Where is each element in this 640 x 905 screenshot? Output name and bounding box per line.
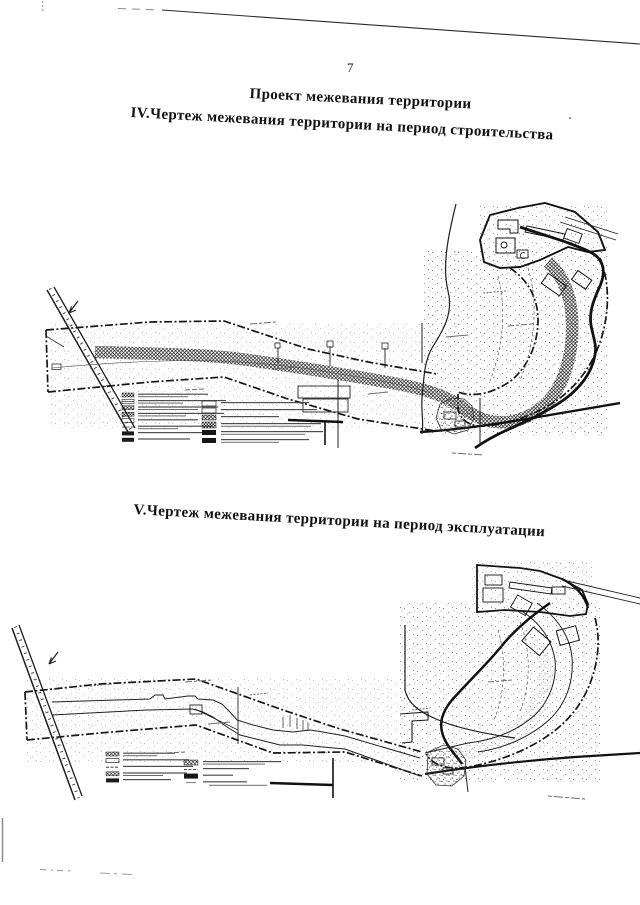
page-edge-faint xyxy=(117,8,161,11)
building xyxy=(563,227,583,245)
crossing-road xyxy=(11,624,83,801)
utility-lines xyxy=(274,323,481,448)
legend-construction xyxy=(121,392,323,443)
crossing-road xyxy=(46,286,136,433)
micro-labels xyxy=(184,290,533,456)
terrain-speckle xyxy=(48,204,608,436)
bend-route-lines xyxy=(424,602,573,754)
retaining-wall xyxy=(287,418,344,445)
junction-area xyxy=(435,397,475,435)
outbuilding xyxy=(570,269,593,290)
building xyxy=(509,594,533,617)
parcel-steps xyxy=(399,711,429,744)
survey-boundary xyxy=(45,257,609,432)
building xyxy=(482,587,504,603)
page-edge-line xyxy=(161,9,640,45)
outbuilding xyxy=(521,626,552,657)
building xyxy=(497,219,519,234)
corridor-axis-line xyxy=(51,360,434,395)
terrain-speckle xyxy=(25,560,600,782)
legend-col1 xyxy=(105,751,193,783)
road-exit-lines xyxy=(559,216,619,241)
sweep-boundary xyxy=(404,625,516,739)
stray-dot xyxy=(569,117,571,119)
dashed-guide-curves xyxy=(489,267,535,382)
legend-col2 xyxy=(183,759,281,786)
junction-area xyxy=(426,744,467,787)
dashed-guide-curves xyxy=(493,621,529,721)
retaining-wall xyxy=(269,758,334,798)
bottom-dashes-2 xyxy=(99,872,133,875)
building xyxy=(495,237,516,254)
pipeline-route xyxy=(51,694,421,777)
small-structure xyxy=(51,363,62,370)
tank-circle xyxy=(500,241,508,249)
road-exit-lines xyxy=(561,580,640,605)
utility-lines xyxy=(237,687,469,793)
building xyxy=(516,249,529,259)
building xyxy=(484,574,503,586)
legend-col2 xyxy=(201,400,323,443)
building xyxy=(551,586,566,595)
direction-arrow-icon xyxy=(48,651,59,665)
legend-col1 xyxy=(121,392,226,442)
direction-arrow-icon xyxy=(68,300,79,314)
stray-dotted-mark xyxy=(41,0,44,14)
legend-operation xyxy=(105,751,281,786)
mid-buildings xyxy=(297,385,351,413)
bottom-dashes-1 xyxy=(39,868,75,872)
outbuilding xyxy=(540,272,567,297)
page-number: 7 xyxy=(347,60,354,75)
outbuilding xyxy=(555,625,581,646)
long-building xyxy=(508,581,553,595)
parcel-cluster xyxy=(476,564,589,657)
sweep-boundary xyxy=(421,203,457,435)
survey-drawing-construction xyxy=(45,202,620,456)
band-left-cap-line xyxy=(45,335,65,348)
parcel-cluster xyxy=(479,202,607,297)
survey-drawing-operation xyxy=(11,560,640,801)
